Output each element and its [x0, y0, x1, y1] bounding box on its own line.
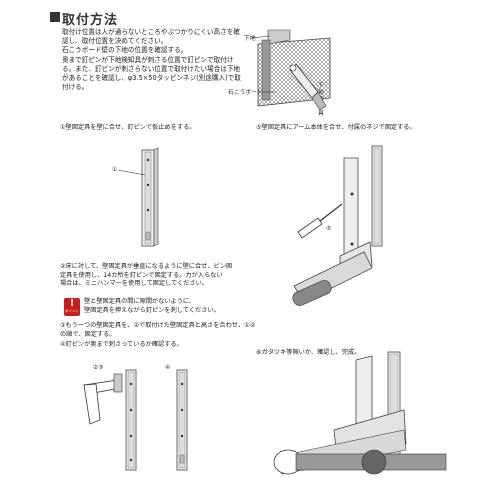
step-2-text: ②床に対して、壁固定具が垂直になるように壁に合せ、ピン固 定具を使用し、14カ所… [60, 263, 233, 287]
title-marker-square [50, 12, 60, 22]
step-4-text: ④釘ピンが奥まで刺さっているか確認する。 [60, 341, 183, 348]
caution-badge: ! ポイント [64, 298, 80, 316]
figure-5-label: ⑤ [326, 226, 332, 232]
step-6-text: ⑥ガタツキ等無いか、確認し、完成。 [256, 349, 361, 356]
step-5-text: ⑤壁固定具にアーム本体を合せ、付属のネジで固定する。 [256, 124, 416, 131]
wall-detector-illustration [251, 29, 331, 111]
caution-badge-label: ポイント [65, 309, 79, 313]
figure-23-label: ②③ [93, 365, 104, 371]
step-3-text: ③もう一つの壁固定具を、②で取付けた壁固定具と高さを合わせ、①②の順で、固定する… [60, 322, 256, 338]
figure-5-arm-assembly [292, 145, 383, 306]
page-title: 取付方法 [62, 13, 119, 28]
figure-23-hammer-bracket [83, 369, 137, 471]
label-shitaji: 下地 [244, 36, 256, 42]
figure-1-bracket [117, 147, 159, 247]
figure-1-label: ① [112, 167, 118, 173]
hammer-icon [83, 373, 123, 425]
label-board: 石こうボード [228, 90, 263, 96]
screwdriver [297, 203, 343, 239]
figure-6-complete-rack [273, 351, 447, 475]
exclamation-icon: ! [69, 298, 75, 309]
intro-paragraph: 取付け位置は人が通らないところやぶつかりにくい高さを確認し、取付位置を決めてくだ… [62, 28, 241, 92]
figure-4-bracket [176, 369, 188, 471]
figure-4-label: ④ [165, 365, 171, 371]
step-1-text: ①壁固定具を壁に合せ、釘ピンで仮止めをする。 [60, 124, 196, 131]
detector-tool [289, 63, 327, 111]
caution-note: 壁と壁固定具の間に隙間がないように、 壁固定具を押えながら釘ピンを刺してください… [84, 298, 220, 314]
